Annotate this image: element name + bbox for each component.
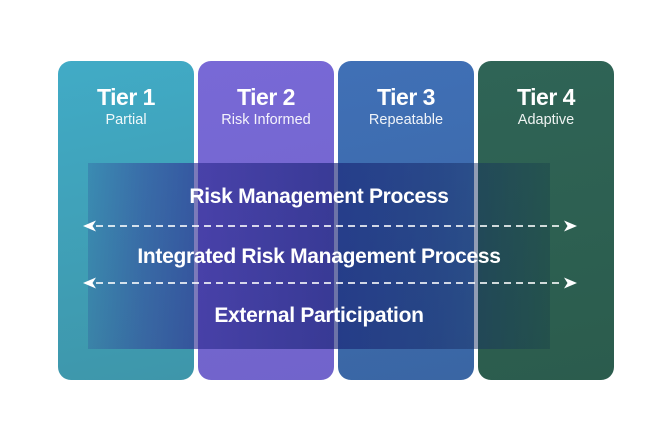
double-headed-arrow-icon <box>83 277 577 289</box>
tier-2-sublabel: Risk Informed <box>221 112 311 128</box>
tier-1-sublabel: Partial <box>105 112 147 128</box>
band-label-external-participation: External Participation <box>214 304 424 327</box>
tier-4-label: Tier 4 <box>517 84 575 110</box>
band-label-risk-management-process: Risk Management Process <box>189 185 449 208</box>
tier-3-sublabel: Repeatable <box>368 112 444 128</box>
tier-2-label: Tier 2 <box>237 84 295 110</box>
band-label-integrated-risk-management-process: Integrated Risk Management Process <box>137 245 501 268</box>
tier-4-sublabel: Adaptive <box>517 112 575 128</box>
tier-1-label: Tier 1 <box>97 84 155 110</box>
tier-3-label: Tier 3 <box>377 84 435 110</box>
double-headed-arrow-icon <box>83 220 577 232</box>
process-overlay-band: Risk Management Process Integrated Risk … <box>88 163 550 349</box>
